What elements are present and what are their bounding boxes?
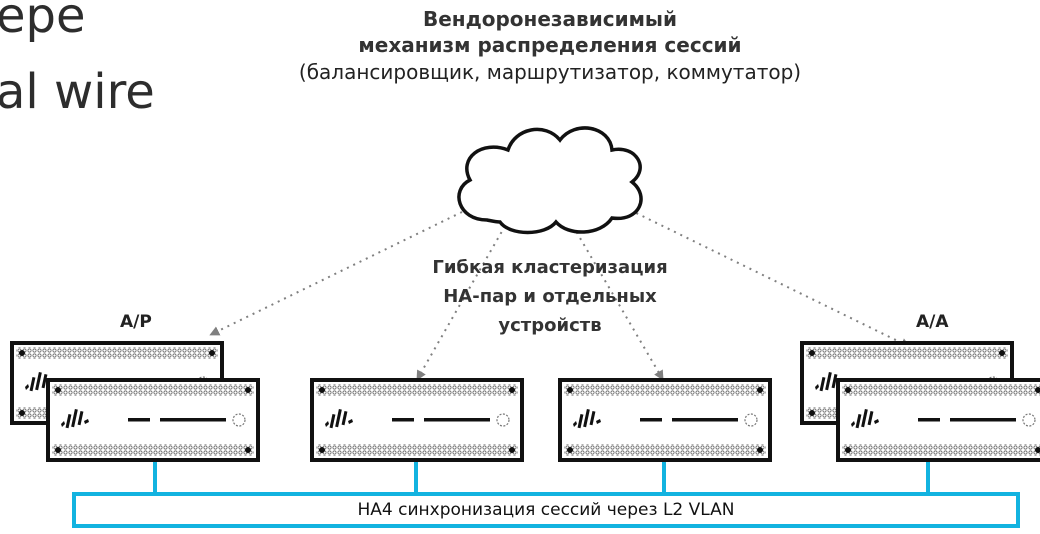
cloud-icon <box>457 126 643 235</box>
firewall-device-icon <box>310 378 524 462</box>
diagram-title: Вендоронезависимый механизм распределени… <box>190 6 910 86</box>
cluster-label-line-3: устройств <box>498 315 602 336</box>
mode-label-active-passive: A/P <box>120 312 152 332</box>
heading-fragment-top: ере <box>0 0 86 44</box>
cluster-label: Гибкая кластеризация HA-пар и отдельных … <box>395 253 705 340</box>
arrow-to-aa-pair <box>629 209 911 348</box>
heading-fragment-bottom: al wire <box>0 64 155 120</box>
cluster-label-line-2: HA-пар и отдельных <box>443 286 657 307</box>
firewall-device-icon <box>46 378 260 462</box>
firewall-device-icon <box>558 378 772 462</box>
mode-label-active-active: A/A <box>916 312 949 332</box>
cluster-label-line-1: Гибкая кластеризация <box>432 257 668 278</box>
title-subtitle: (балансировщик, маршрутизатор, коммутато… <box>298 60 802 84</box>
title-line-1: Вендоронезависимый <box>422 7 678 31</box>
title-line-2: механизм распределения сессий <box>358 33 742 57</box>
arrow-to-standalone-1 <box>416 225 506 381</box>
firewall-device-icon <box>836 378 1040 462</box>
arrow-to-standalone-2 <box>572 225 664 381</box>
ha4-sync-label: HA4 синхронизация сессий через L2 VLAN <box>357 500 735 520</box>
arrow-to-ap-pair <box>209 211 463 336</box>
ha4-sync-bar: HA4 синхронизация сессий через L2 VLAN <box>72 492 1020 528</box>
